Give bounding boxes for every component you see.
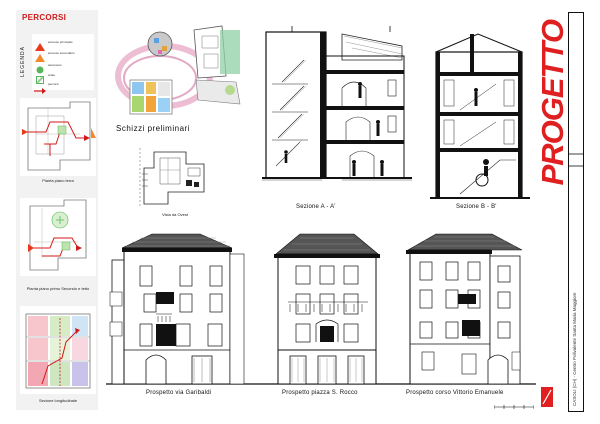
sketches-title: Schizzi preliminari [116, 124, 190, 133]
site-plan [139, 148, 205, 208]
elevation-san-rocco [274, 233, 380, 385]
brand-text: PROGETTO [535, 20, 570, 186]
arrow-right-icon [34, 88, 46, 94]
upper-floor-plan [20, 198, 96, 276]
site-plan-caption: Vista da Ovest [162, 212, 188, 217]
legend-box: accesso principale accesso secondario as… [32, 34, 94, 94]
plan-caption: Pianta piano terra [42, 178, 74, 183]
legend-label: accesso principale [48, 40, 73, 44]
paths-panel: PERCORSI LEGENDA accesso principale acce… [16, 10, 98, 410]
plan-caption: Pianta piano primo Secondo e tetto [26, 286, 90, 291]
project-title: CASOLI (CH) - Centro Polivalente Santa M… [572, 292, 577, 406]
legend-entry [34, 81, 46, 99]
section-a-drawing [262, 26, 412, 181]
elevation-label: Prospetto corso Vittorio Emanuele [406, 390, 504, 396]
ground-floor-plan [20, 98, 96, 176]
elevator-icon [36, 66, 44, 74]
elevation-label: Prospetto piazza S. Rocco [282, 390, 358, 396]
legend-label: scale [48, 73, 56, 77]
preliminary-sketch [115, 25, 241, 115]
elevation-garibaldi [109, 233, 245, 385]
brand-mark [541, 387, 553, 407]
legend-label: percorsi [48, 82, 59, 86]
stairs-icon [36, 76, 44, 84]
legend-entry [36, 71, 44, 89]
elevations-drawing [106, 233, 536, 385]
longitudinal-section [20, 306, 96, 394]
scale-bar [494, 405, 534, 409]
title-block-frame [568, 12, 584, 412]
elevation-label: Prospetto via Garibaldi [146, 390, 212, 396]
legend-entry [36, 61, 44, 79]
legend-entry [35, 38, 45, 56]
main-entrance-icon [35, 43, 45, 51]
section-b-drawing [430, 33, 530, 199]
secondary-entrance-icon [35, 54, 45, 62]
panel-title: PERCORSI [22, 13, 67, 22]
legend-label: accesso secondario [48, 51, 75, 55]
plan-caption: Sezione longitudinale [38, 398, 78, 403]
legend-heading: LEGENDA [20, 46, 26, 77]
elevation-vittorio-emanuele [406, 233, 523, 385]
section-a-label: Sezione A - A' [296, 204, 336, 210]
legend-label: ascensore [48, 63, 62, 67]
section-b-label: Sezione B - B' [456, 204, 497, 210]
legend-entry [35, 49, 45, 67]
brand-title: PROGETTO [535, 20, 570, 382]
